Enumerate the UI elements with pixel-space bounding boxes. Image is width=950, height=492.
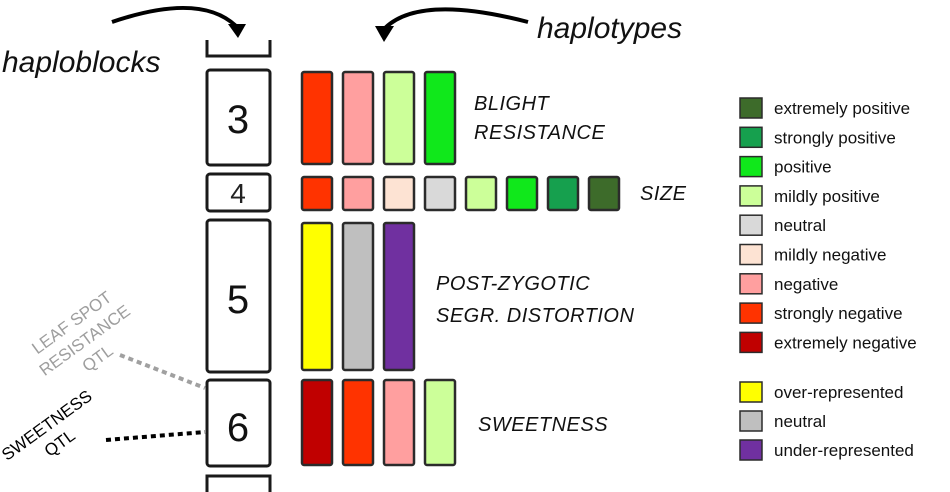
block-bracket-top [205, 40, 272, 58]
legend-label-neutral: neutral [774, 412, 826, 431]
legend-label-negative: negative [774, 275, 838, 294]
legend-label-mildly-negative: mildly negative [774, 246, 886, 265]
haploblock-6-number: 6 [227, 406, 249, 450]
haploblock-4-number: 4 [230, 178, 246, 209]
haploblock-5 [205, 218, 272, 374]
haplotype-bar-block3-3 [382, 70, 416, 166]
legend-swatch-neutral [739, 214, 763, 236]
trait-sweetness: SWEETNESS [478, 414, 608, 436]
haplotype-bar-block4-1 [300, 175, 334, 212]
haploblock-4 [205, 172, 272, 213]
haplotype-bar-block5-1 [300, 221, 334, 372]
haplotypes-title: haplotypes [537, 12, 682, 45]
legend-swatch-neutral [739, 410, 763, 432]
haploblock-3 [205, 68, 272, 167]
haplotype-bar-block4-4 [423, 175, 457, 212]
haploblock-5-number: 5 [227, 278, 249, 322]
haplotype-bar-block4-8 [587, 175, 621, 212]
haplotype-bar-block6-4 [423, 378, 457, 467]
legend-effect: extremely positive strongly positive posit… [739, 97, 917, 354]
haplotype-bar-block4-7 [546, 175, 580, 212]
legend-swatch-positive [739, 155, 763, 178]
trait-blight-line1: BLIGHT [474, 93, 551, 115]
haplotypes-arrowhead [375, 26, 394, 42]
haplotype-bar-block3-2 [341, 70, 375, 166]
haplotype-bar-block3-4 [423, 70, 457, 166]
haploblocks-arrow [111, 6, 238, 28]
legend-swatch-negative [739, 273, 763, 295]
haplotype-bar-block4-2 [341, 175, 375, 212]
trait-segr-line2: SEGR. DISTORTION [436, 305, 634, 327]
haplotypes-arrow [383, 7, 529, 30]
haplotype-bar-block6-3 [382, 378, 416, 467]
legend-swatch-extremely-positive [739, 97, 763, 119]
haploblocks-title: haploblocks [2, 46, 160, 79]
legend-label-mildly-positive: mildly positive [774, 187, 880, 206]
legend-label-strongly-positive: strongly positive [774, 128, 896, 147]
haplotype-bar-block3-1 [300, 70, 334, 166]
legend-swatch-mildly-negative [739, 243, 763, 266]
haplotype-bar-block4-5 [464, 175, 498, 212]
legend-label-neutral: neutral [774, 216, 826, 235]
legend-label-over-represented: over-represented [774, 383, 903, 402]
legend-swatch-under-represented [739, 439, 763, 461]
legend-label-positive: positive [774, 158, 832, 177]
haploblock-3-number: 3 [227, 98, 249, 142]
haploblocks-arrowhead [228, 24, 246, 38]
haplotype-bar-block6-1 [300, 378, 334, 467]
haplotype-bar-block5-3 [382, 221, 416, 372]
leaf-spot-qtl-label: LEAF SPOT RESISTANCE QTL [28, 288, 133, 380]
legend-label-strongly-negative: strongly negative [774, 304, 903, 323]
legend-swatch-extremely-negative [739, 331, 763, 354]
legend-label-extremely-positive: extremely positive [774, 99, 910, 118]
haploblock-6 [205, 378, 272, 468]
legend-label-extremely-negative: extremely negative [774, 333, 917, 352]
legend-swatch-strongly-negative [739, 302, 763, 324]
block-bracket-bottom [205, 474, 272, 492]
trait-blight-line2: RESISTANCE [474, 122, 605, 144]
legend-label-under-represented: under-represented [774, 441, 914, 460]
haplotype-bar-block4-6 [505, 175, 539, 212]
haplotype-bar-block6-2 [341, 378, 375, 467]
legend-swatch-mildly-positive [739, 185, 763, 207]
haplotype-bar-block4-3 [382, 175, 416, 212]
haploblock-column [205, 40, 272, 492]
legend-swatch-over-represented [739, 381, 763, 403]
legend-swatch-strongly-positive [739, 126, 763, 149]
haplotype-bar-block5-2 [341, 221, 375, 372]
sweetness-qtl-pointer [105, 430, 206, 442]
leaf-qtl-pointer [119, 353, 206, 390]
legend-distortion: over-represented neutral under-represented [739, 381, 914, 461]
trait-segr-line1: POST-ZYGOTIC [436, 273, 590, 295]
sweetness-qtl-label: SWEETNESS QTL [0, 386, 96, 464]
trait-size: SIZE [640, 183, 687, 205]
haplotype-bars [300, 70, 621, 467]
